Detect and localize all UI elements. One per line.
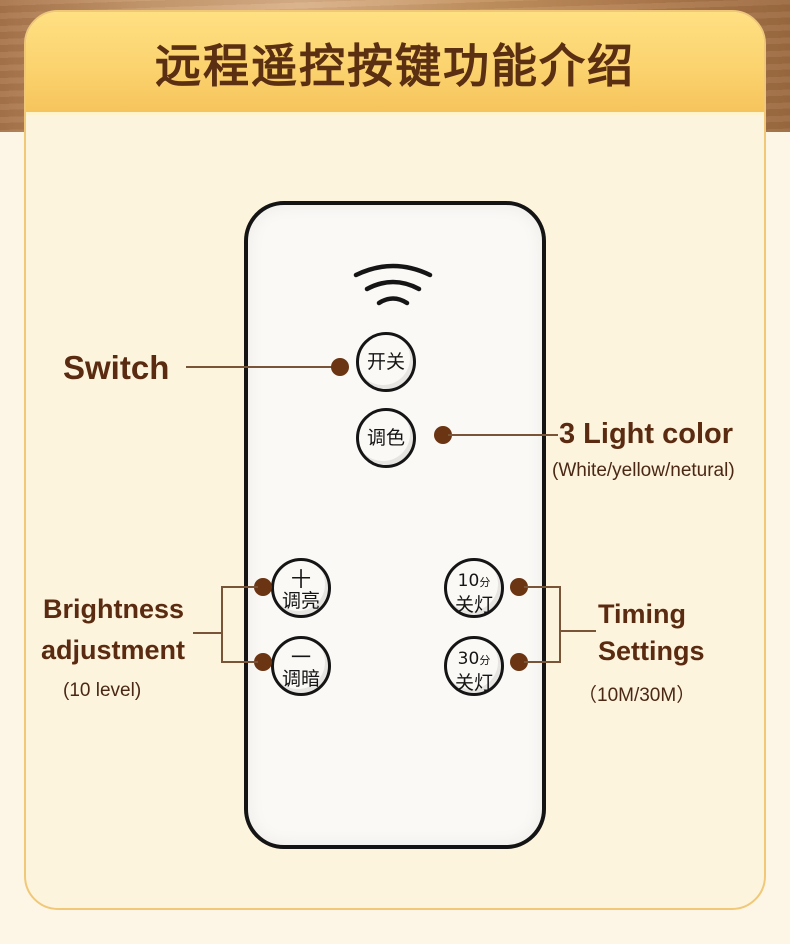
brightness-down-button[interactable]: 一 调暗 (271, 636, 331, 696)
color-button-label: 调色 (366, 427, 405, 449)
switch-dot (331, 358, 349, 376)
brightness-down-label: 调暗 (281, 668, 320, 690)
plus-symbol: 十 (291, 567, 311, 591)
brightness-sublabel: (10 level) (63, 680, 142, 701)
brightness-bracket-vertical (221, 586, 223, 663)
brightness-label-line2: adjustment (41, 635, 186, 665)
timer-10-dot (510, 578, 528, 596)
timer-30-dot (510, 653, 528, 671)
brightness-bracket-bottom (222, 661, 258, 663)
brightness-bracket-stem (193, 632, 222, 634)
brightness-up-button[interactable]: 十 调亮 (271, 558, 331, 618)
switch-leader-line (186, 366, 336, 368)
power-button[interactable]: 开关 (356, 332, 416, 392)
timing-sublabel: （10M/30M） (578, 685, 696, 706)
timer-30-number: 30 (457, 649, 480, 669)
timer-10-action: 关灯 (454, 594, 493, 616)
switch-label: Switch (63, 349, 170, 386)
timer-30-action: 关灯 (454, 672, 493, 694)
timing-bracket-vertical (559, 586, 561, 663)
brightness-up-label: 调亮 (281, 590, 320, 612)
timing-bracket-stem (560, 630, 596, 632)
timer-10-button[interactable]: 10分 关灯 (444, 558, 504, 618)
color-button[interactable]: 调色 (356, 408, 416, 468)
remote-control: 开关 调色 十 调亮 一 调暗 10分 关灯 30分 关灯 (244, 201, 546, 849)
timer-10-unit: 分 (479, 576, 491, 589)
color-label: 3 Light color (559, 418, 733, 450)
brightness-down-dot (254, 653, 272, 671)
timing-bracket-top (524, 586, 560, 588)
color-leader-line (448, 434, 558, 436)
minus-symbol: 一 (291, 645, 311, 669)
brightness-bracket-top (222, 586, 258, 588)
power-button-label: 开关 (366, 351, 405, 373)
timer-30-button[interactable]: 30分 关灯 (444, 636, 504, 696)
signal-waves-icon (353, 263, 433, 306)
brightness-up-dot (254, 578, 272, 596)
timer-30-unit: 分 (479, 654, 491, 667)
brightness-label-line1: Brightness (43, 594, 185, 624)
color-sublabel: (White/yellow/netural) (552, 460, 735, 481)
timing-label-line2: Settings (598, 636, 705, 666)
title-banner (26, 12, 764, 115)
page-title: 远程遥控按键功能介绍 (155, 39, 635, 93)
timer-10-number: 10 (457, 571, 480, 591)
color-dot (434, 426, 452, 444)
timing-label-line1: Timing (598, 599, 687, 629)
timing-bracket-bottom (524, 661, 560, 663)
